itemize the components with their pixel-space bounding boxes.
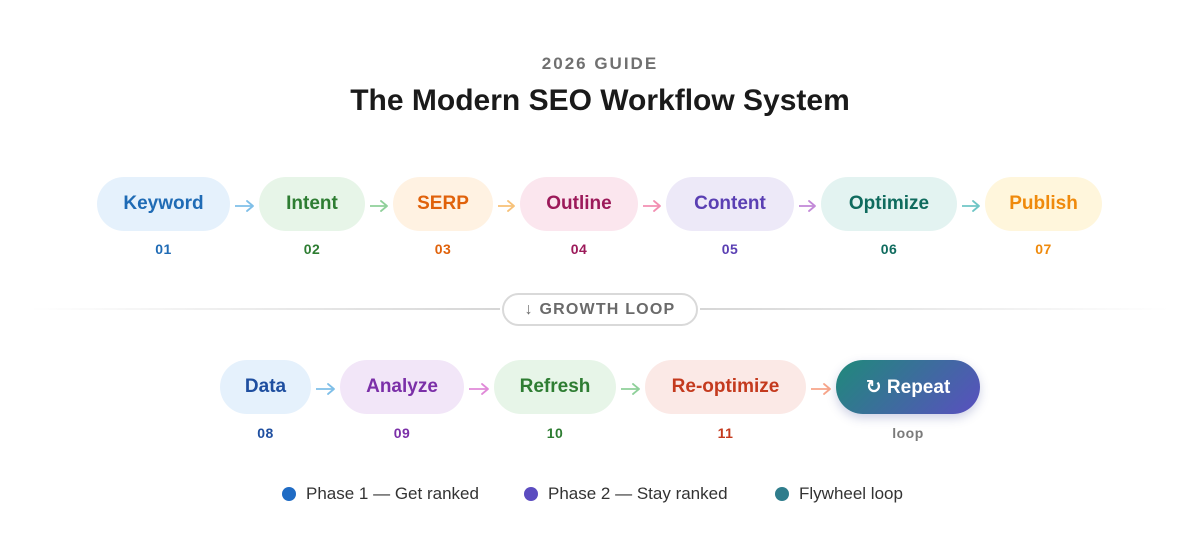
step-number-analyze: 09 xyxy=(393,425,411,441)
arrow-phase2-4 xyxy=(810,381,832,397)
divider-right xyxy=(700,308,1170,310)
arrow-phase2-1 xyxy=(315,381,336,397)
arrow-phase2-2 xyxy=(468,381,490,397)
legend-dot-phase-2 xyxy=(524,487,538,501)
step-content: Content xyxy=(666,177,794,231)
arrow-phase1-3 xyxy=(497,198,516,214)
legend-dot-phase-1 xyxy=(282,487,296,501)
step-number-intent: 02 xyxy=(303,241,321,257)
legend-label-phase-1: Phase 1 — Get ranked xyxy=(306,484,479,503)
step-number-outline: 04 xyxy=(570,241,588,257)
step-keyword: Keyword xyxy=(97,177,230,231)
step-number-data: 08 xyxy=(257,425,274,441)
arrow-phase1-5 xyxy=(798,198,817,214)
step-number-re-optimize: 11 xyxy=(717,425,734,441)
legend-phase-2: Phase 2 — Stay ranked xyxy=(524,484,728,504)
step-outline: Outline xyxy=(520,177,638,231)
step-number-serp: 03 xyxy=(434,241,452,257)
step-intent: Intent xyxy=(259,177,365,231)
legend-label-flywheel: Flywheel loop xyxy=(799,484,903,503)
step-data: Data xyxy=(220,360,311,414)
legend-dot-flywheel xyxy=(775,487,789,501)
legend-flywheel: Flywheel loop xyxy=(775,484,903,504)
legend-label-phase-2: Phase 2 — Stay ranked xyxy=(548,484,728,503)
step-number-publish: 07 xyxy=(1035,241,1052,257)
step-number-refresh: 10 xyxy=(546,425,564,441)
divider-left xyxy=(30,308,500,310)
step-re-optimize: Re-optimize xyxy=(645,360,806,414)
growth-loop-badge: ↓ GROWTH LOOP xyxy=(502,293,698,326)
legend-phase-1: Phase 1 — Get ranked xyxy=(282,484,479,504)
step-number-content: 05 xyxy=(721,241,739,257)
step-publish: Publish xyxy=(985,177,1102,231)
step-optimize: Optimize xyxy=(821,177,957,231)
arrow-phase1-6 xyxy=(961,198,981,214)
page-title: The Modern SEO Workflow System xyxy=(350,84,850,117)
step-repeat: ↻ Repeat xyxy=(836,360,980,414)
arrow-phase1-2 xyxy=(369,198,389,214)
step-analyze: Analyze xyxy=(340,360,464,414)
step-number-keyword: 01 xyxy=(155,241,172,257)
step-refresh: Refresh xyxy=(494,360,616,414)
arrow-phase2-3 xyxy=(620,381,641,397)
step-number-optimize: 06 xyxy=(880,241,898,257)
step-serp: SERP xyxy=(393,177,493,231)
step-number-repeat: loop xyxy=(892,425,924,441)
arrow-phase1-1 xyxy=(234,198,255,214)
guide-eyebrow: 2026 GUIDE xyxy=(541,54,659,73)
arrow-phase1-4 xyxy=(642,198,662,214)
